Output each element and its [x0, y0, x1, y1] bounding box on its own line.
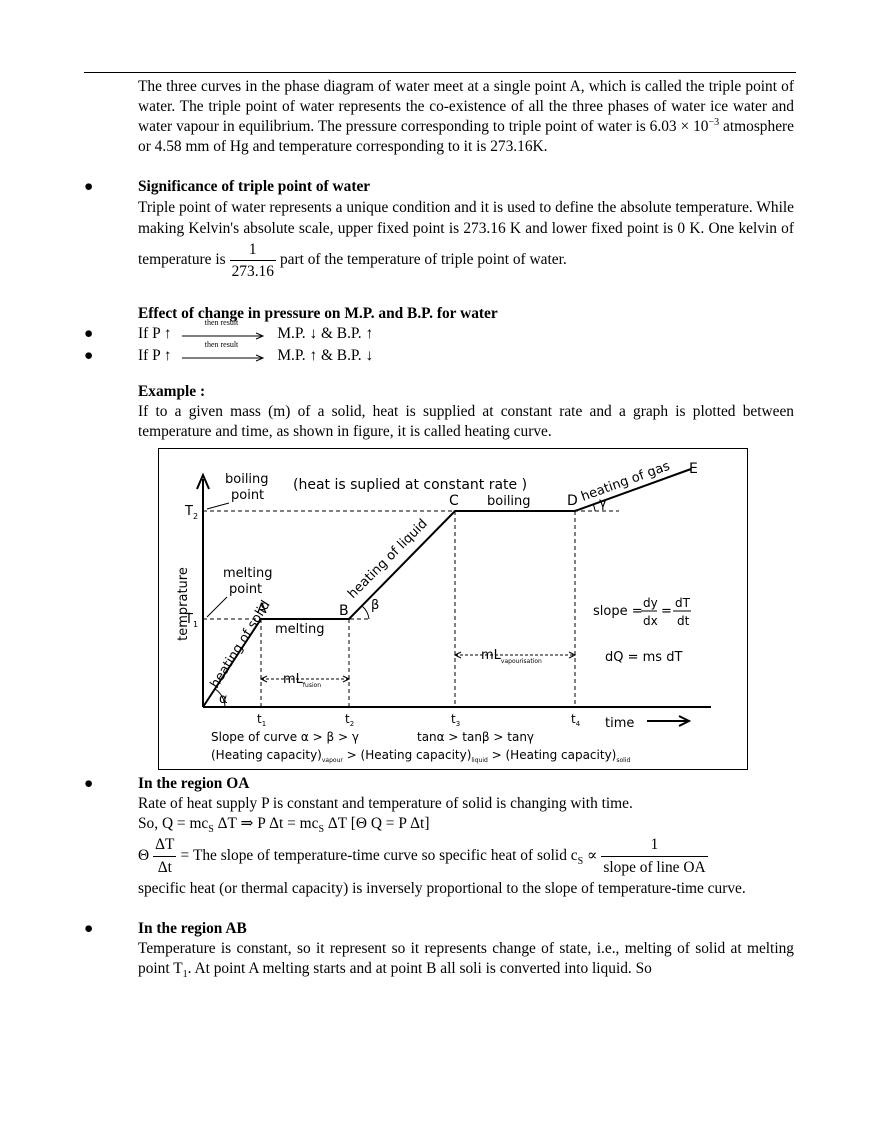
y-axis-label: temprature	[176, 567, 191, 641]
significance-section: ● Significance of triple point of water …	[84, 177, 794, 282]
svg-text:boiling: boiling	[487, 494, 531, 509]
header-rule	[84, 72, 796, 73]
point-C: C	[449, 493, 459, 509]
example-heading: Example :	[138, 383, 206, 400]
example-section: Example : If to a given mass (m) of a so…	[138, 382, 794, 442]
svg-text:dT: dT	[675, 596, 691, 610]
region-ab-heading: In the region AB	[138, 920, 247, 937]
heating-curve-figure: temprature time boiling point (heat is s…	[158, 448, 748, 770]
svg-text:T1: T1	[184, 612, 198, 629]
svg-text:α: α	[219, 692, 228, 707]
svg-text:dy: dy	[643, 596, 658, 610]
region-oa-heading: In the region OA	[138, 775, 250, 792]
svg-text:=: =	[661, 604, 672, 619]
svg-text:dt: dt	[677, 614, 690, 628]
significance-text: Triple point of water represents a uniqu…	[138, 199, 794, 280]
bullet: ●	[84, 178, 94, 195]
svg-text:t3: t3	[451, 712, 460, 728]
bullet: ●	[84, 347, 94, 364]
svg-text:boiling: boiling	[225, 472, 269, 487]
svg-text:mLfusion: mLfusion	[283, 672, 321, 689]
svg-text:Slope of curve α > β > γ: Slope of curve α > β > γ	[211, 730, 359, 744]
region-oa-line-1: Rate of heat supply P is constant and te…	[138, 795, 633, 812]
svg-text:mLvapourisation: mLvapourisation	[481, 648, 542, 665]
svg-text:T2: T2	[184, 504, 198, 521]
svg-text:β: β	[371, 598, 379, 613]
svg-text:(heat is suplied at constant r: (heat is suplied at constant rate )	[293, 477, 527, 493]
svg-text:tanα > tanβ > tanγ: tanα > tanβ > tanγ	[417, 730, 534, 744]
svg-text:melting: melting	[223, 566, 272, 581]
pressure-line-2: ● If P ↑ then result M.P. ↑ & B.P. ↓	[84, 340, 374, 364]
bullet: ●	[84, 920, 94, 937]
region-ab-section: ● In the region AB Temperature is consta…	[84, 919, 794, 981]
bullet: ●	[84, 775, 94, 792]
svg-text:point: point	[231, 488, 264, 503]
svg-text:dQ = ms dT: dQ = ms dT	[605, 650, 682, 665]
significance-heading: Significance of triple point of water	[138, 178, 371, 195]
pressure-effect-section: Effect of change in pressure on M.P. and…	[84, 304, 794, 368]
right-arrow-icon: then result	[181, 318, 268, 341]
svg-text:γ: γ	[599, 496, 607, 511]
intro-paragraph: The three curves in the phase diagram of…	[138, 78, 794, 155]
svg-text:melting: melting	[275, 622, 324, 637]
point-A: A	[257, 601, 267, 617]
svg-text:slope =: slope =	[593, 604, 643, 619]
example-text: If to a given mass (m) of a solid, heat …	[138, 403, 794, 440]
pressure-line-1: ● If P ↑ then result M.P. ↓ & B.P. ↑	[84, 318, 374, 342]
svg-text:t2: t2	[345, 712, 354, 728]
x-axis-label: time	[605, 716, 634, 731]
bullet: ●	[84, 325, 94, 342]
region-ab-text: Temperature is constant, so it represent…	[138, 940, 794, 981]
svg-text:(Heating capacity)vapour > (He: (Heating capacity)vapour > (Heating capa…	[211, 748, 630, 764]
point-E: E	[689, 461, 698, 477]
svg-text:dx: dx	[643, 614, 658, 628]
pressure-effect-heading: Effect of change in pressure on M.P. and…	[138, 305, 498, 322]
region-oa-line-2: So, Q = mcS ΔT ⇒ P Δt = mcS ΔT [Θ Q = P …	[138, 815, 430, 836]
heating-curve	[202, 468, 692, 708]
svg-text:t4: t4	[571, 712, 581, 728]
page-content: The three curves in the phase diagram of…	[84, 77, 794, 981]
svg-text:t1: t1	[257, 712, 266, 728]
svg-text:heating of liquid: heating of liquid	[345, 516, 430, 601]
point-B: B	[339, 603, 349, 619]
point-D: D	[567, 493, 578, 509]
right-arrow-icon: then result	[181, 340, 268, 363]
region-oa-section: ● In the region OA Rate of heat supply P…	[84, 774, 794, 899]
svg-text:point: point	[229, 582, 262, 597]
region-oa-line-4: specific heat (or thermal capacity) is i…	[138, 880, 746, 897]
